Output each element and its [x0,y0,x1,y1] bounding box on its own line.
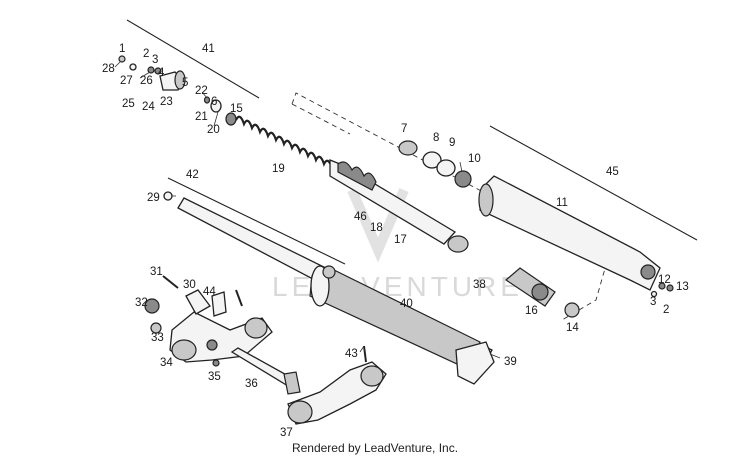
callout-17: 17 [394,234,407,246]
damper-rod [329,159,469,253]
callout-1: 1 [119,43,125,55]
callout-8: 8 [433,132,439,144]
callout-26: 26 [140,75,153,87]
callout-13: 13 [676,281,689,293]
callout-29: 29 [147,192,160,204]
callout-40: 40 [400,298,413,310]
group-41-bracket [126,19,260,99]
callout-10: 10 [468,153,481,165]
callout-30: 30 [183,279,196,291]
callout-4: 4 [158,67,165,79]
callout-3: 3 [152,54,158,66]
callout-6: 6 [211,96,217,108]
callout-28: 28 [102,63,115,75]
callout-24: 24 [142,101,155,113]
callout-labels: 1 2 3 4 5 6 7 8 9 10 11 12 13 14 15 16 1… [102,43,689,439]
callout-27: 27 [120,75,133,87]
upper-triple-clamp [144,275,273,363]
callout-9: 9 [449,137,455,149]
callout-36: 36 [245,378,258,390]
callout-44: 44 [203,286,216,298]
callout-20: 20 [207,124,220,136]
callout-33: 33 [151,332,164,344]
leader-lines [114,60,501,359]
callout-41: 41 [202,43,215,55]
callout-45: 45 [606,166,619,178]
drain-bolt-parts [650,282,674,298]
callout-14: 14 [566,322,579,334]
footer-credit: Rendered by LeadVenture, Inc. [291,441,459,455]
outer-fork-tube [478,175,661,291]
lower-seal-parts [505,267,580,318]
callout-42: 42 [186,169,199,181]
callout-3-lower: 3 [650,296,656,308]
callout-2-lower: 2 [663,304,669,316]
callout-34: 34 [160,357,173,369]
callout-11: 11 [556,197,568,209]
callout-7: 7 [401,123,407,135]
seal-rings [398,140,472,188]
callout-38: 38 [473,279,486,291]
steering-stem [212,347,301,395]
callout-39: 39 [504,356,517,368]
part-29-nut [163,191,173,201]
callout-22: 22 [195,85,208,97]
fork-spring [235,115,334,169]
callout-12: 12 [658,274,671,286]
callout-21: 21 [195,111,208,123]
callout-46: 46 [354,211,367,223]
callout-23: 23 [160,96,173,108]
callout-15: 15 [230,103,243,115]
callout-32: 32 [135,297,148,309]
group-45-bracket [489,125,698,241]
callout-37: 37 [280,427,293,439]
callout-2: 2 [143,48,149,60]
lower-triple-clamp [287,345,387,425]
callout-31: 31 [150,266,163,278]
callout-35: 35 [208,371,221,383]
callout-43: 43 [345,348,358,360]
callout-25: 25 [122,98,135,110]
inner-fork-tube [177,197,495,385]
callout-5: 5 [182,77,188,89]
group-42-bracket [167,177,346,265]
callout-19: 19 [272,163,285,175]
top-cap-parts [118,55,237,126]
callout-18: 18 [370,222,383,234]
callout-16: 16 [525,305,538,317]
